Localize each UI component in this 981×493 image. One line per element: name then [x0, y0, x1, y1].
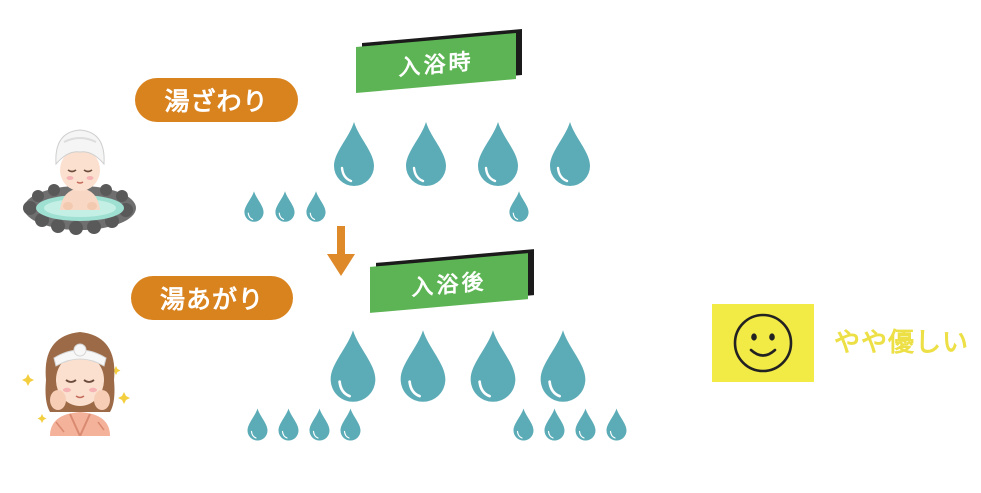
water-drop-icon	[274, 190, 296, 223]
water-drop-icon	[469, 328, 517, 404]
water-drop-icon	[476, 120, 520, 188]
water-drop-icon	[308, 407, 331, 442]
smiley-face-icon	[733, 313, 793, 373]
water-drop-icon	[399, 328, 447, 404]
water-drop-icon	[543, 407, 566, 442]
water-drop-icon	[246, 407, 269, 442]
water-drop-icon	[404, 120, 448, 188]
water-drop-icon	[605, 407, 628, 442]
refreshed-woman-icon	[22, 332, 130, 436]
water-drop-icon	[574, 407, 597, 442]
water-drop-icon	[332, 120, 376, 188]
water-drop-icon	[305, 190, 327, 223]
water-drop-icon	[277, 407, 300, 442]
rating-icon-box	[712, 304, 814, 382]
water-drop-icon	[339, 407, 362, 442]
water-drop-icon	[329, 328, 377, 404]
state-label-during: 湯ざわり	[135, 78, 298, 122]
rating-text: やや優しい	[834, 328, 970, 358]
water-drop-icon	[548, 120, 592, 188]
water-drop-icon	[512, 407, 535, 442]
down-arrow-icon	[327, 226, 355, 276]
water-drop-icon	[539, 328, 587, 404]
water-drop-icon	[243, 190, 265, 223]
water-drop-icon	[508, 190, 530, 223]
state-label-after: 湯あがり	[131, 276, 293, 320]
woman-in-hot-spring-icon	[23, 129, 136, 235]
